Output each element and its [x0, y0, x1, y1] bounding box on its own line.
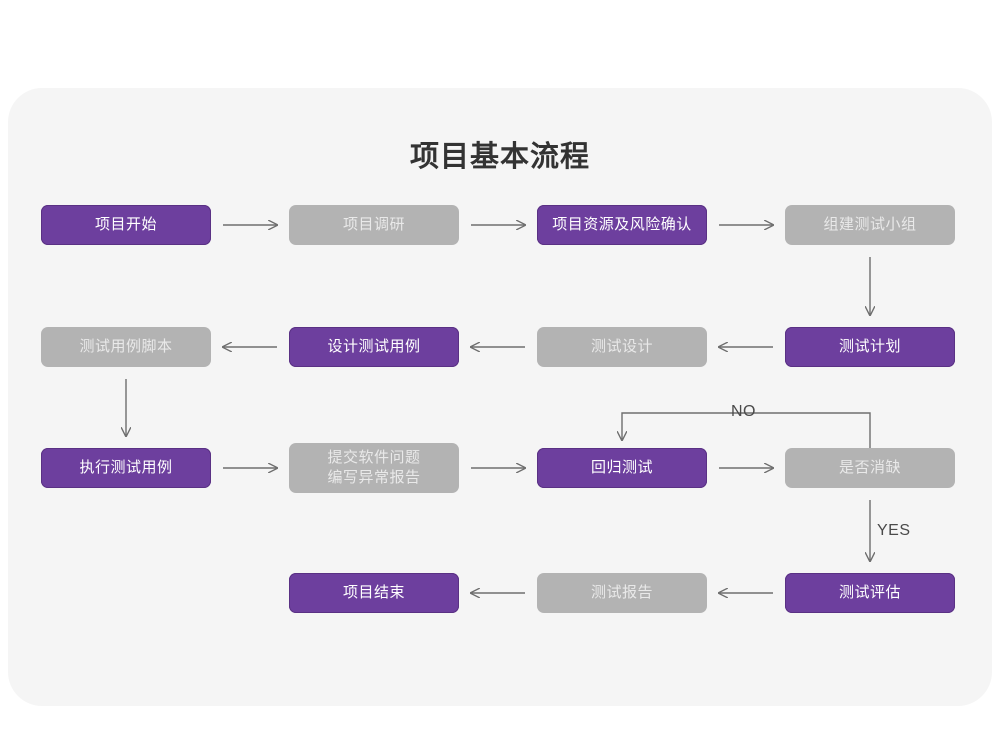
node-form-test-team[interactable]: 组建测试小组: [785, 205, 955, 245]
node-project-research[interactable]: 项目调研: [289, 205, 459, 245]
edge-label-no: NO: [731, 403, 756, 420]
node-test-evaluation[interactable]: 测试评估: [785, 573, 955, 613]
node-design-test-case[interactable]: 设计测试用例: [289, 327, 459, 367]
page-title: 项目基本流程: [409, 141, 590, 173]
node-execute-test-case[interactable]: 执行测试用例: [41, 448, 211, 488]
node-test-report[interactable]: 测试报告: [537, 573, 707, 613]
edge-label-yes: YES: [877, 522, 911, 539]
node-project-start[interactable]: 项目开始: [41, 205, 211, 245]
node-test-case-script[interactable]: 测试用例脚本: [41, 327, 211, 367]
node-regression-test[interactable]: 回归测试: [537, 448, 707, 488]
node-resource-risk-confirm[interactable]: 项目资源及风险确认: [537, 205, 707, 245]
diagram-panel: [8, 88, 992, 706]
node-defect-cleared-decision[interactable]: 是否消缺: [785, 448, 955, 488]
node-test-plan[interactable]: 测试计划: [785, 327, 955, 367]
node-project-end[interactable]: 项目结束: [289, 573, 459, 613]
node-test-design[interactable]: 测试设计: [537, 327, 707, 367]
node-submit-defect-report[interactable]: 提交软件问题 编写异常报告: [289, 443, 459, 493]
